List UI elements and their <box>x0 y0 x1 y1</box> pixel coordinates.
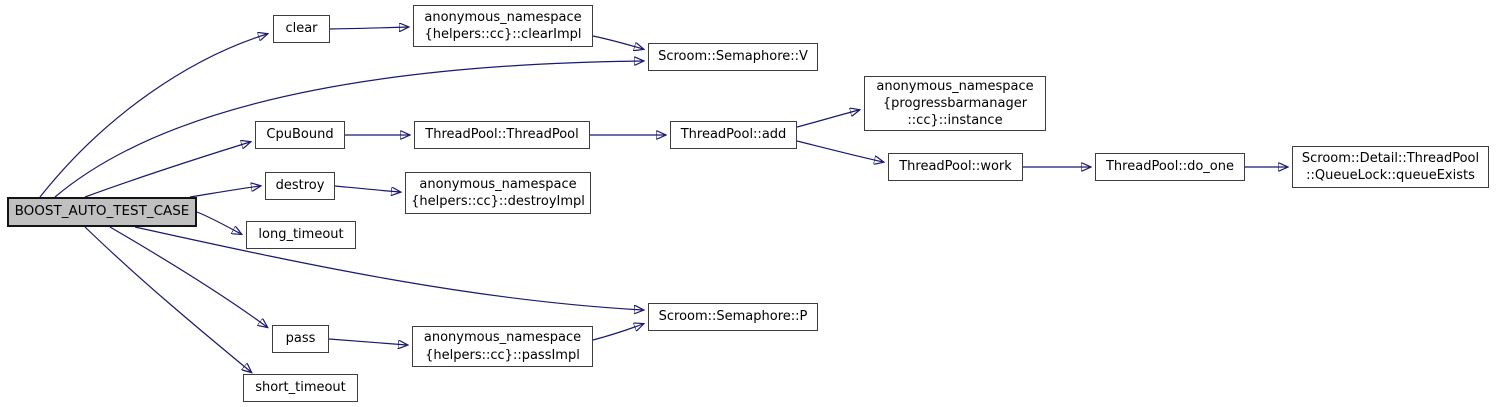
node-short-timeout[interactable]: short_timeout <box>243 374 358 402</box>
edge-boost-to-short-timeout <box>84 226 251 372</box>
node-progressbarmanager-instance[interactable]: anonymous_namespace {progressbarmanager … <box>864 76 1046 131</box>
edge-pass-to-passimpl <box>328 338 407 345</box>
node-boost-auto-test-case: BOOST_AUTO_TEST_CASE <box>7 197 197 227</box>
node-scroom-semaphore-p[interactable]: Scroom::Semaphore::P <box>648 303 818 331</box>
edge-boost-to-cpubound <box>84 142 250 198</box>
node-destroy[interactable]: destroy <box>265 172 335 200</box>
node-pass[interactable]: pass <box>272 325 329 353</box>
node-cpubound[interactable]: CpuBound <box>255 121 345 149</box>
edge-boost-to-long-timeout <box>196 211 241 234</box>
edge-clear-to-clearimpl <box>329 27 408 29</box>
edge-destroy-to-destroyimpl <box>334 185 400 192</box>
edge-boost-to-pass <box>109 226 267 327</box>
edge-passimpl-to-semaphore-p <box>592 324 643 341</box>
node-threadpool-work[interactable]: ThreadPool::work <box>888 153 1023 181</box>
edge-clearimpl-to-semaphore-v <box>592 35 643 49</box>
node-threadpool-do-one[interactable]: ThreadPool::do_one <box>1095 153 1245 181</box>
node-long-timeout[interactable]: long_timeout <box>246 221 356 249</box>
edge-boost-to-semaphore-v <box>54 61 643 198</box>
node-clear[interactable]: clear <box>273 15 330 43</box>
edge-boost-to-semaphore-p <box>134 226 643 310</box>
node-destroy-impl[interactable]: anonymous_namespace {helpers::cc}::destr… <box>405 172 591 214</box>
edge-boost-to-clear <box>39 34 267 198</box>
node-threadpool-add[interactable]: ThreadPool::add <box>670 121 797 149</box>
node-scroom-semaphore-v[interactable]: Scroom::Semaphore::V <box>648 43 818 71</box>
edge-add-to-instance <box>796 110 859 128</box>
edge-boost-to-destroy <box>189 186 260 198</box>
edge-add-to-work <box>796 140 883 162</box>
node-queuelock-queue-exists[interactable]: Scroom::Detail::ThreadPool ::QueueLock::… <box>1292 146 1489 188</box>
node-pass-impl[interactable]: anonymous_namespace {helpers::cc}::passI… <box>412 326 593 367</box>
node-clear-impl[interactable]: anonymous_namespace {helpers::cc}::clear… <box>413 5 593 47</box>
node-threadpool-threadpool[interactable]: ThreadPool::ThreadPool <box>414 121 590 149</box>
